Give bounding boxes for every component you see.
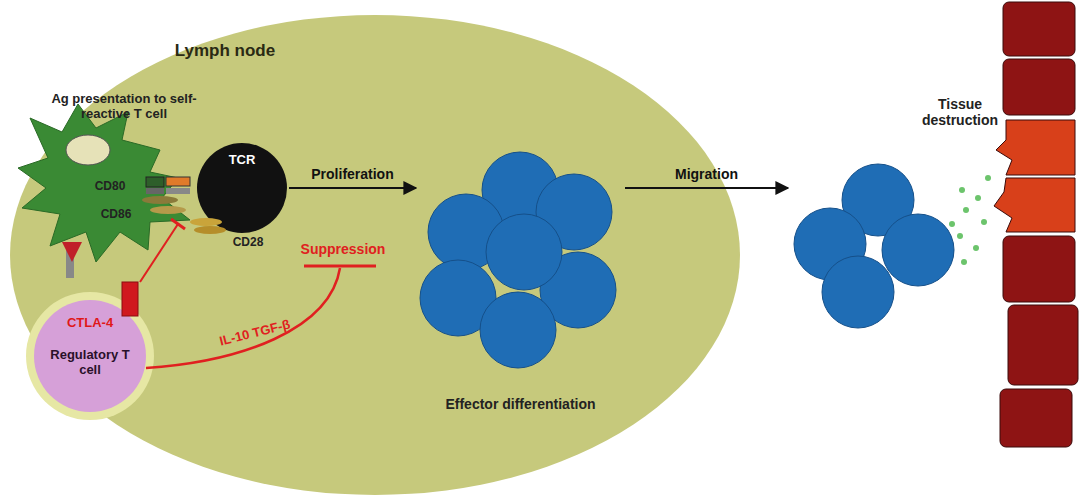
node-label: Lymph node <box>160 41 290 61</box>
tissue-region: Tissue destruction <box>790 0 1078 499</box>
cell: Effector differentiation <box>418 148 623 423</box>
annotation-label: CD86 <box>96 208 136 222</box>
node-label: Effector differentiation <box>408 396 633 412</box>
cell: TCR <box>197 143 287 233</box>
annotation-label: CD28 <box>226 236 270 250</box>
node-label: CTLA-4 <box>40 316 140 331</box>
annotation-label: CD80 <box>90 180 130 194</box>
edge-label: Migration <box>675 166 738 182</box>
edge-label: Proliferation <box>311 166 393 182</box>
node-label: Tissue destruction <box>918 96 1002 128</box>
annotation-label: Suppression <box>298 241 388 257</box>
tissue <box>994 2 1078 447</box>
cytotoxic-granules <box>949 175 991 265</box>
cell: CTLA-4Regulatory T cell <box>34 300 146 412</box>
node-label: Regulatory T cell <box>40 348 140 378</box>
annotation-label: Ag presentation to self-reactive T cell <box>38 92 210 122</box>
migrated-cells <box>794 164 954 328</box>
node-label: TCR <box>217 153 267 168</box>
